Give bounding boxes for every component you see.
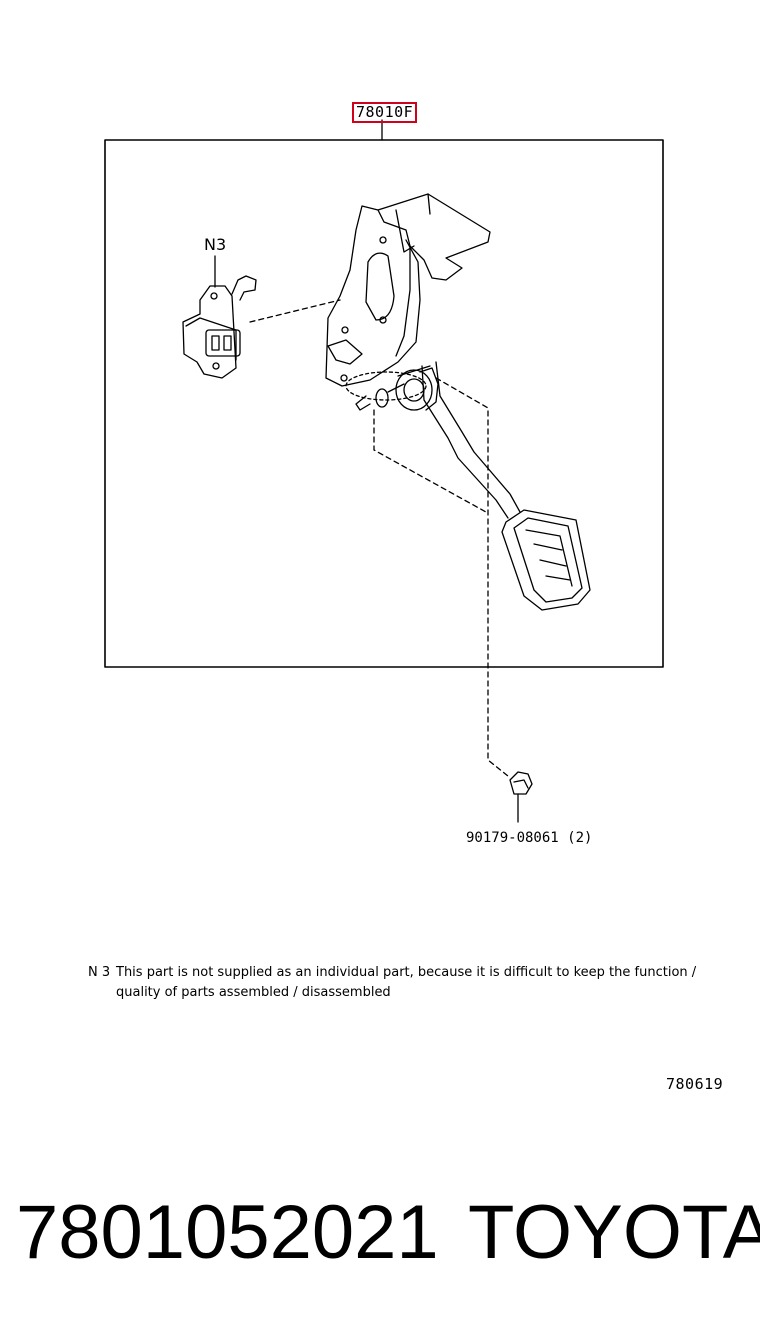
- pedal-bracket: [325, 193, 491, 387]
- note-text-block: N 3 This part is not supplied as an indi…: [88, 963, 726, 1003]
- assembly-part-number-callout[interactable]: 78010F: [352, 102, 418, 123]
- assembly-frame: [104, 139, 664, 668]
- note-description: This part is not supplied as an individu…: [116, 965, 697, 1000]
- bolt-nut: [509, 771, 533, 823]
- bolt-part-number-callout[interactable]: 90179-08061 (2): [466, 830, 593, 846]
- sensor-connector: [182, 255, 257, 379]
- sensor-dashed-line: [249, 299, 341, 323]
- footer-part-number: 7801052021: [16, 1190, 439, 1275]
- accelerator-pedal: [421, 361, 591, 611]
- note-mark: N 3: [88, 965, 111, 980]
- fastener-dashed-lines: [373, 377, 509, 777]
- note-reference-callout: N3: [204, 235, 227, 254]
- pivot-spring: [345, 365, 439, 411]
- footer-brand-name: TOYOTA: [468, 1190, 760, 1275]
- illustration-number: 780619: [666, 1075, 724, 1093]
